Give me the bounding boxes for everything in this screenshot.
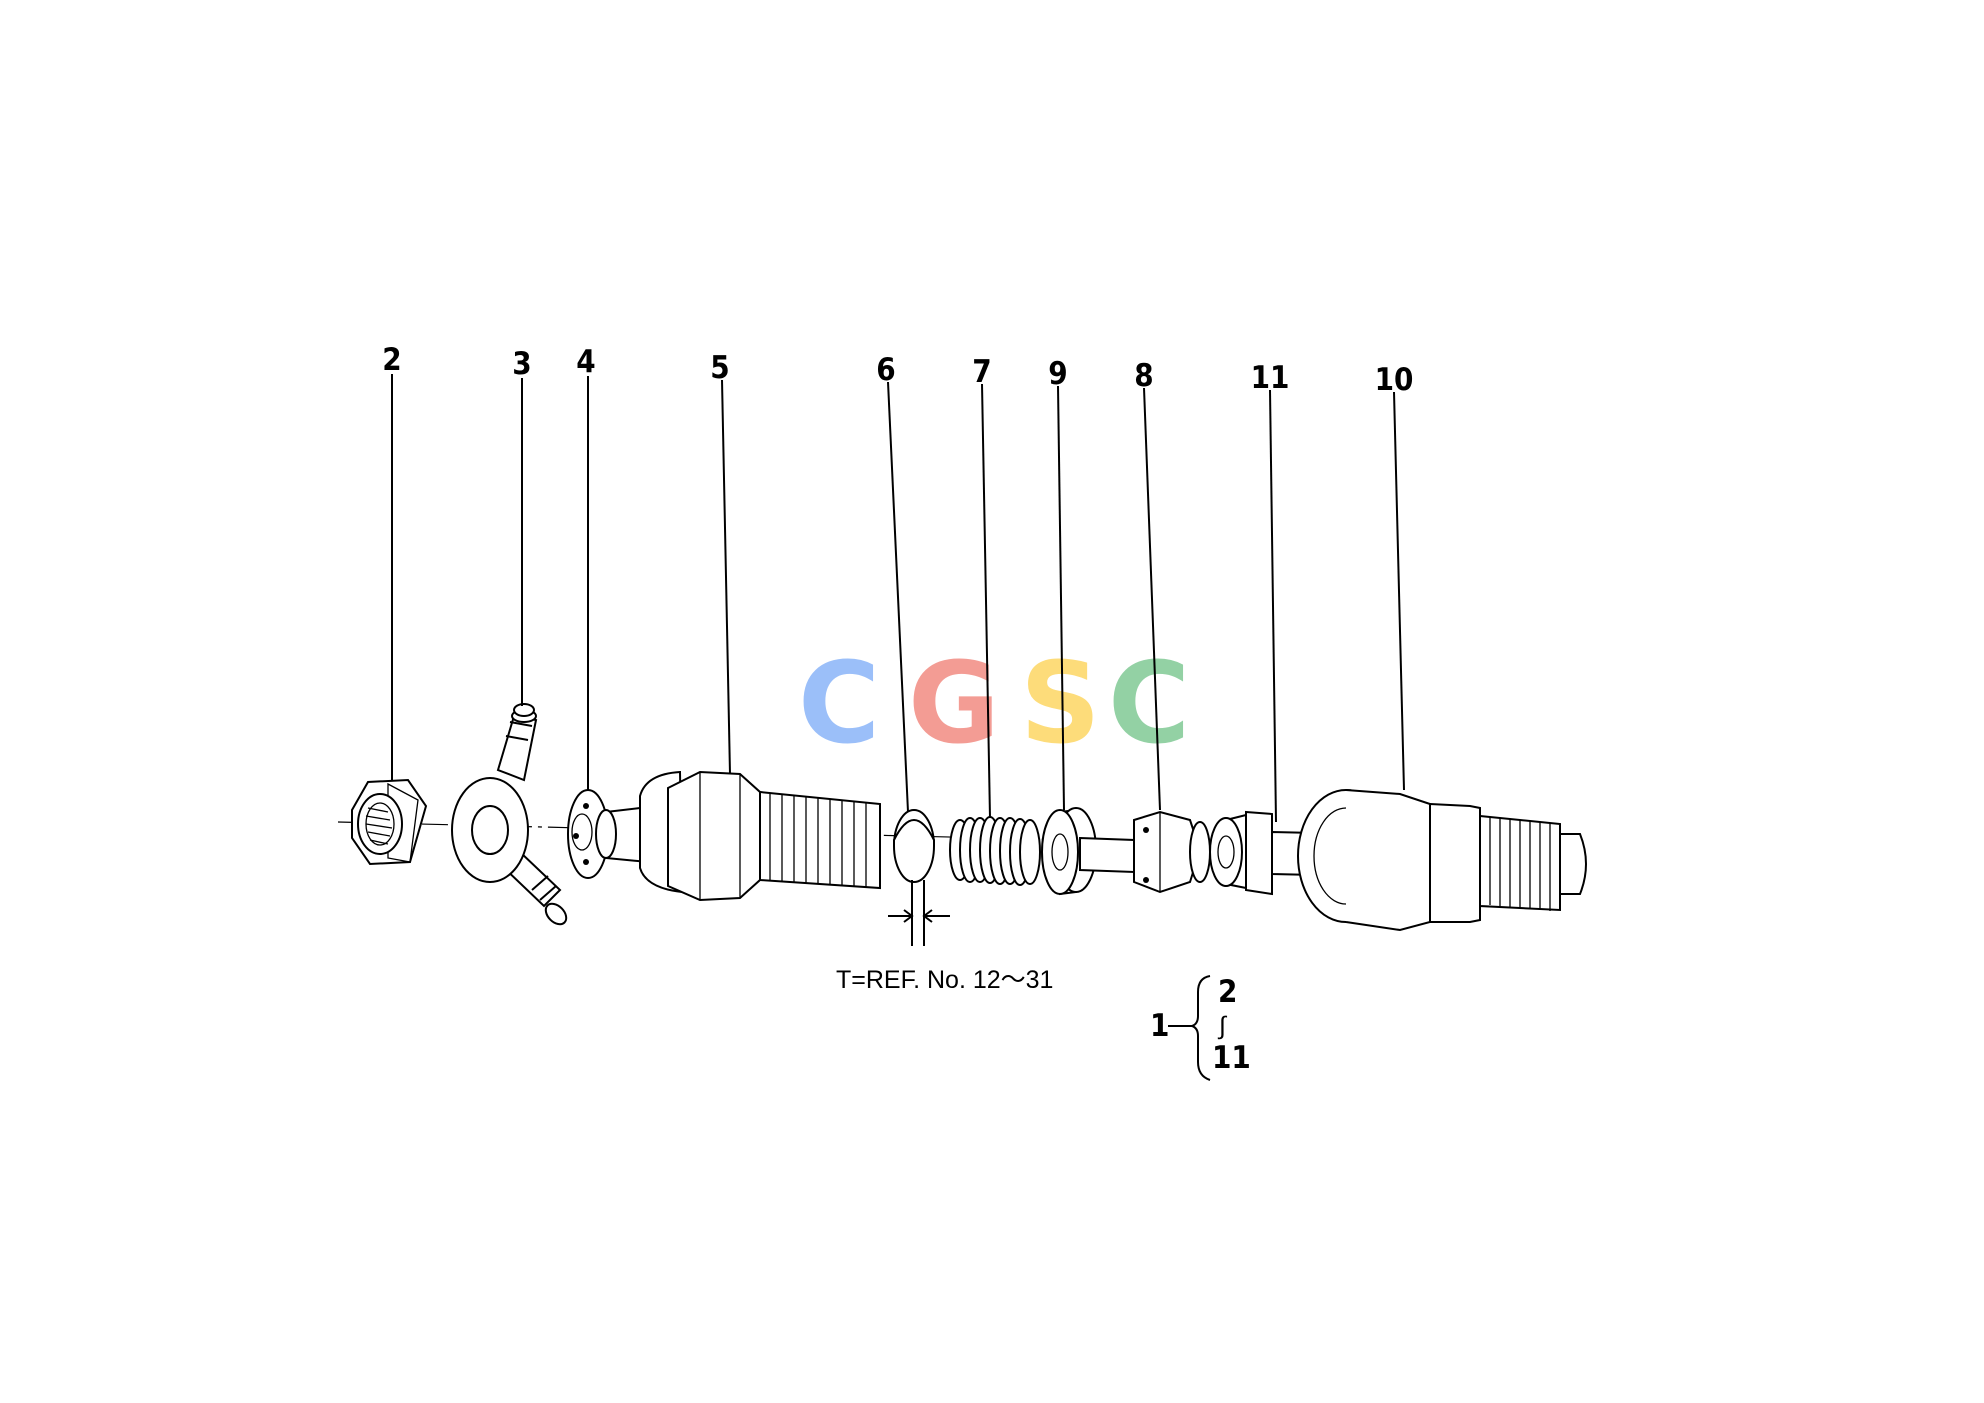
assembly-parent: 1: [1150, 1008, 1169, 1044]
watermark-letter-3: S: [1020, 639, 1101, 769]
callout-3: 3: [512, 346, 531, 382]
assembly-first: 2: [1218, 974, 1237, 1010]
part-7-spring: [949, 816, 1041, 886]
leader-9: [1057, 385, 1065, 811]
callout-labels: 2 3 4 5 6 7 9 8 11 10: [382, 342, 1413, 398]
callout-6: 6: [876, 352, 895, 388]
callout-11: 11: [1251, 360, 1290, 396]
callout-7: 7: [972, 354, 991, 390]
leader-11: [1269, 389, 1277, 823]
callout-8: 8: [1134, 358, 1153, 394]
watermark-letter-1: C: [798, 639, 880, 769]
reference-note: T=REF. No. 12～31: [836, 966, 1053, 994]
watermark-logo: C G S C: [798, 639, 1190, 769]
part-3-banjo-fitting: [451, 703, 568, 926]
part-8-pressure-pin: [1079, 810, 1211, 894]
watermark-letter-2: G: [908, 639, 1000, 769]
leader-6: [887, 381, 909, 813]
leader-10: [1393, 391, 1405, 791]
callout-5: 5: [710, 350, 729, 386]
leader-8: [1143, 387, 1161, 811]
assembly-last: 11: [1212, 1040, 1251, 1076]
part-5-holder-body: [595, 770, 881, 902]
assembly-bracket: 1 2 ∫ 11: [1150, 974, 1251, 1081]
part-2-hex-nut: [351, 778, 428, 866]
leader-lines: [391, 374, 1405, 823]
callout-10: 10: [1375, 362, 1414, 398]
callout-2: 2: [382, 342, 401, 378]
watermark-letter-4: C: [1108, 639, 1190, 769]
assembly-range-mark: ∫: [1217, 1012, 1227, 1040]
part-10-retaining-nut: [1297, 789, 1587, 932]
part-6-shim: [888, 809, 950, 946]
leader-7: [981, 383, 991, 819]
callout-4: 4: [576, 344, 595, 380]
callout-9: 9: [1048, 356, 1067, 392]
leader-5: [721, 379, 731, 775]
